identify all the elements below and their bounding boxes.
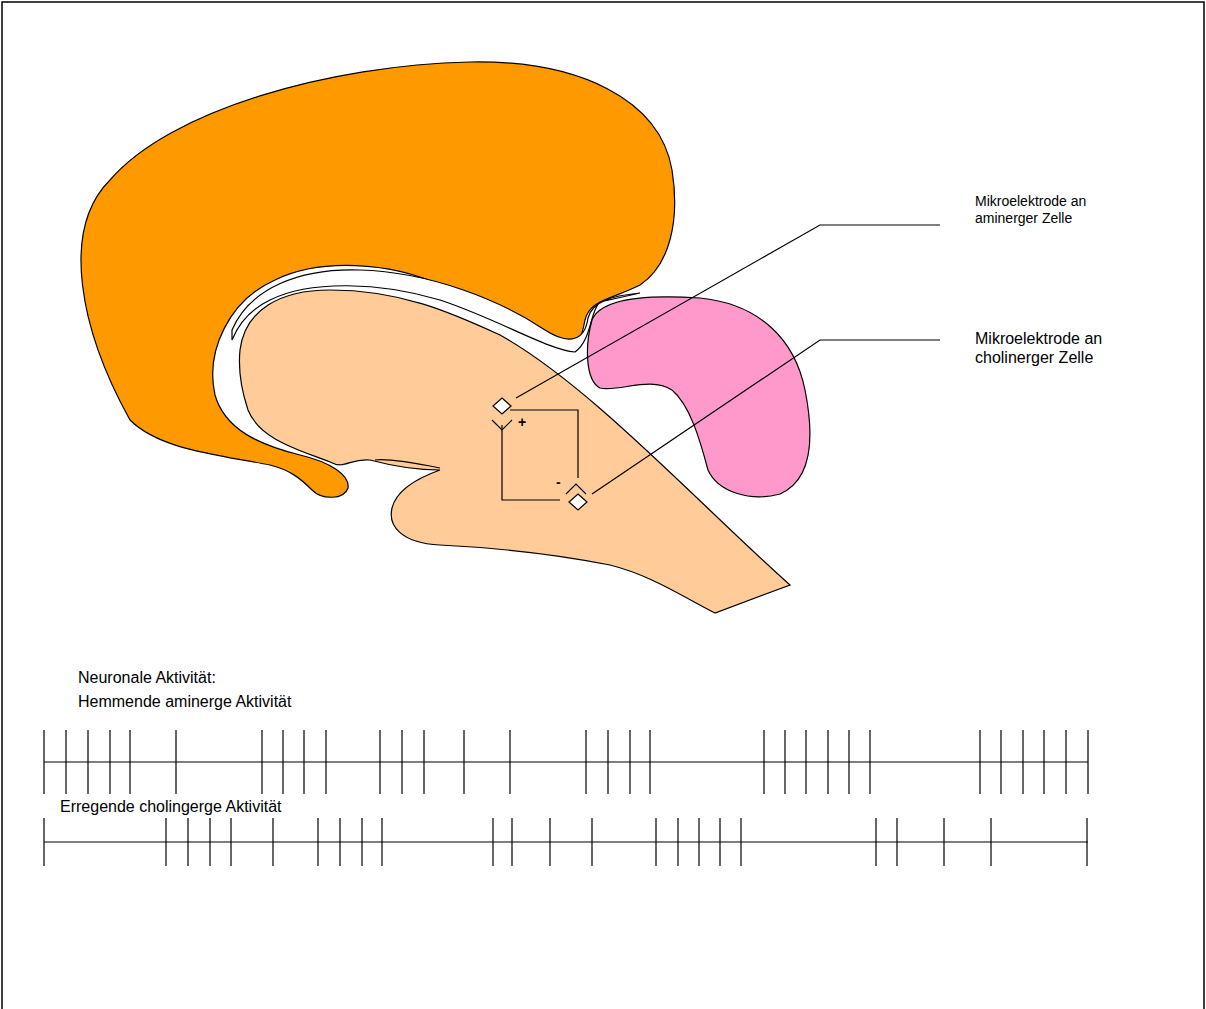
polarity-sign: + — [518, 414, 526, 431]
spike — [827, 730, 828, 794]
spike — [979, 730, 980, 794]
spike — [165, 818, 166, 866]
trace-label: Hemmende aminerge Aktivität — [78, 692, 291, 711]
trace-label: Erregende cholingerge Aktivität — [60, 797, 281, 816]
spike — [629, 730, 630, 794]
spike — [763, 730, 764, 794]
spike — [463, 730, 464, 794]
spike — [261, 730, 262, 794]
spike — [1086, 818, 1087, 866]
spike — [1043, 730, 1044, 794]
spike — [379, 730, 380, 794]
spike — [698, 818, 699, 866]
spike — [129, 730, 130, 794]
spike — [282, 730, 283, 794]
leader-line — [516, 225, 940, 398]
circuit-loop — [502, 410, 578, 500]
spike — [805, 730, 806, 794]
cerebellum — [587, 297, 810, 497]
spike — [943, 818, 944, 866]
spike — [990, 818, 991, 866]
spike — [677, 818, 678, 866]
callout-label: Mikroelektrode an cholinerger Zelle — [975, 329, 1140, 367]
spike-trains — [44, 730, 1088, 866]
spike — [325, 730, 326, 794]
spike — [740, 818, 741, 866]
spike — [719, 818, 720, 866]
leader-line — [592, 340, 940, 494]
spike — [175, 730, 176, 794]
spike — [317, 818, 318, 866]
spike — [65, 730, 66, 794]
spike — [43, 730, 44, 794]
spike — [869, 730, 870, 794]
spike — [381, 818, 382, 866]
spike — [1022, 730, 1023, 794]
spike — [187, 818, 188, 866]
spike — [272, 818, 273, 866]
spike — [339, 818, 340, 866]
spike — [784, 730, 785, 794]
spike — [109, 730, 110, 794]
spike — [607, 730, 608, 794]
spike — [549, 818, 550, 866]
spike — [511, 818, 512, 866]
callout-label: Mikroelektrode an aminerger Zelle — [975, 193, 1125, 227]
spike — [361, 818, 362, 866]
baseline — [44, 761, 1088, 762]
synapse-symbol — [566, 484, 586, 494]
spike — [43, 818, 44, 866]
spike — [1065, 730, 1066, 794]
spike — [87, 730, 88, 794]
spike — [591, 818, 592, 866]
spike — [649, 730, 650, 794]
spike — [401, 730, 402, 794]
spike — [1087, 730, 1088, 794]
section-heading: Neuronale Aktivität: — [78, 668, 216, 687]
spike — [509, 730, 510, 794]
spike — [423, 730, 424, 794]
spike — [303, 730, 304, 794]
notch-line — [375, 460, 440, 468]
baseline — [44, 841, 1088, 842]
spike — [1000, 730, 1001, 794]
spike — [655, 818, 656, 866]
spike — [848, 730, 849, 794]
spike — [492, 818, 493, 866]
electrode-tip — [493, 398, 511, 414]
spike — [585, 730, 586, 794]
polarity-sign: - — [556, 474, 561, 491]
spike — [230, 818, 231, 866]
synapse-symbol — [492, 420, 512, 430]
electrode-tip — [569, 494, 587, 510]
spike — [209, 818, 210, 866]
spike — [896, 818, 897, 866]
spike — [875, 818, 876, 866]
